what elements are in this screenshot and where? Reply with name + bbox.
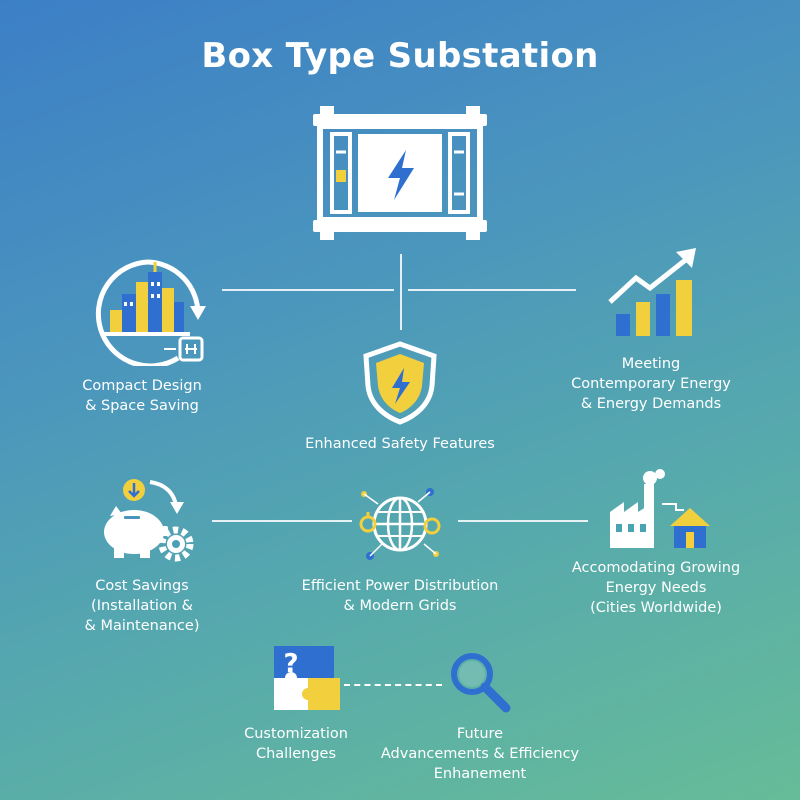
node-safety-label: Enhanced Safety Features bbox=[305, 436, 495, 452]
connector-mid-left bbox=[212, 520, 352, 522]
node-demands-label: Meeting Contemporary Energy & Energy Dem… bbox=[571, 356, 731, 412]
connector-vertical bbox=[400, 254, 402, 330]
page-title: Box Type Substation bbox=[201, 36, 599, 76]
magnifier-icon bbox=[451, 653, 511, 713]
factory-house-icon bbox=[610, 469, 710, 548]
piggy-bank-gear-icon bbox=[104, 479, 194, 562]
city-cycle-icon bbox=[95, 259, 206, 366]
connector-top-left bbox=[222, 289, 394, 291]
growth-chart-icon bbox=[608, 248, 696, 336]
connector-top-right bbox=[408, 289, 576, 291]
node-cost-label: Cost Savings (Installation & & Maintenan… bbox=[84, 578, 200, 634]
node-distribution-label: Efficient Power Distribution & Modern Gr… bbox=[301, 578, 499, 614]
node-growing-label: Accomodating Growing Energy Needs (Citie… bbox=[571, 560, 741, 616]
svg-text:?: ? bbox=[283, 649, 298, 679]
node-compact-label: Compact Design & Space Saving bbox=[82, 378, 202, 414]
global-grid-icon bbox=[359, 488, 441, 560]
puzzle-question-icon: ? bbox=[274, 646, 340, 710]
node-customization-label: Customization Challenges bbox=[244, 726, 348, 762]
connector-bottom-dashed bbox=[344, 684, 442, 686]
substation-icon bbox=[313, 106, 487, 240]
shield-bolt-icon bbox=[363, 341, 437, 425]
connector-mid-right bbox=[458, 520, 588, 522]
node-future-label: Future Advancements & Efficiency Enhanem… bbox=[380, 726, 580, 782]
